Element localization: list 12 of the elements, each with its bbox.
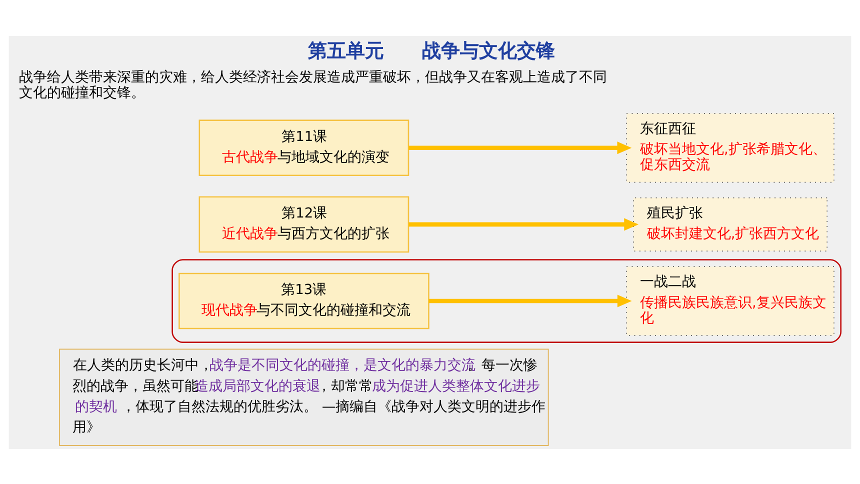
node-box: 第12课 近代战争与西方文化的扩张 bbox=[198, 196, 410, 252]
arrow bbox=[408, 218, 639, 230]
arrow bbox=[408, 141, 632, 154]
diagram-title: 第五单元 战争与文化交锋 bbox=[308, 40, 556, 62]
label: 战争给人类带来深重的灾难，给人类经济社会发展造成严重破坏，但战争又在客观上造成了不同文化的碰撞和交锋。 bbox=[19, 68, 608, 100]
node-box: 殖民扩张 破坏封建文化,扩张西方文化 bbox=[633, 196, 828, 252]
node-box: 东征西征 破坏当地文化,扩张希腊文化、促东西交流 bbox=[626, 112, 834, 182]
cluster bbox=[172, 258, 842, 342]
arrow bbox=[428, 294, 632, 307]
node-box: 一战二战 传播民族民族意识,复兴民族文化 bbox=[626, 266, 834, 336]
node-box: 第13课 现代战争与不同文化的碰撞和交流 bbox=[178, 272, 430, 329]
node-box: 第11课 古代战争与地域文化的演变 bbox=[198, 119, 410, 176]
